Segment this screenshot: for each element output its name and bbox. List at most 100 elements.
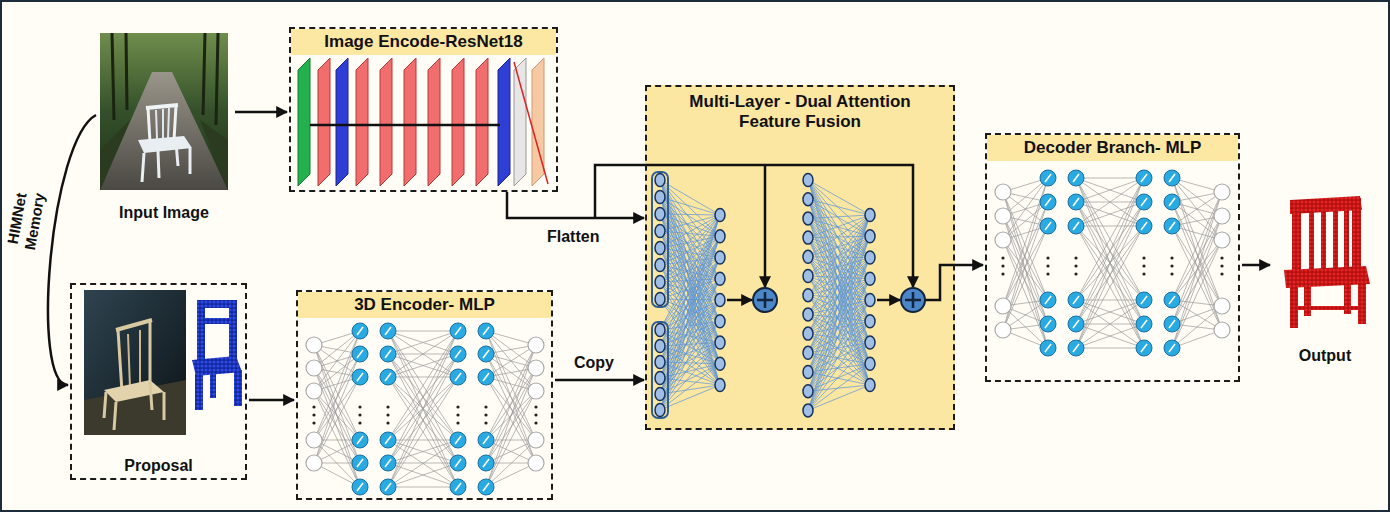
weight-line (1076, 300, 1144, 348)
weight-line (486, 368, 536, 487)
neuron (803, 289, 813, 302)
layer-block (356, 58, 368, 186)
box-title: Decoder Branch- MLP (987, 135, 1238, 161)
weight-line (808, 199, 870, 215)
skip-connections (595, 165, 955, 300)
hidden-neuron (1136, 194, 1152, 210)
arrow-connector (48, 115, 96, 385)
weight-line (388, 331, 458, 487)
neuron (655, 174, 665, 187)
hidden-neuron (1040, 340, 1056, 356)
ellipsis-dot (1142, 256, 1145, 259)
ellipsis-dot (1170, 264, 1173, 267)
ellipsis-dot (456, 405, 459, 408)
neuron (715, 294, 725, 307)
ellipsis-dot (1046, 256, 1049, 259)
neuron (865, 315, 875, 328)
ellipsis-dot (1142, 272, 1145, 275)
neuron-slash (357, 483, 363, 491)
hidden-neuron (1136, 292, 1152, 308)
weight-line (388, 331, 458, 463)
hidden-neuron (1040, 170, 1056, 186)
neuron (865, 294, 875, 307)
neuron (803, 231, 813, 244)
neuron (865, 230, 875, 243)
neuron (865, 357, 875, 370)
hidden-neuron (1164, 292, 1180, 308)
neuron-slash (1141, 296, 1147, 304)
edge-label: Flatten (545, 228, 601, 246)
image-node: Input Image (95, 30, 233, 225)
hidden-neuron (1164, 170, 1180, 186)
ellipsis-dot (358, 405, 361, 408)
input-photo (100, 33, 228, 190)
output-chair (1284, 196, 1370, 328)
residual-line (310, 124, 500, 127)
hidden-neuron (1040, 316, 1056, 332)
weight-line (1076, 300, 1144, 324)
hidden-neuron (450, 455, 466, 471)
ellipsis-dot (1001, 264, 1004, 267)
arrow-connector (1242, 264, 1270, 267)
hidden-neuron (1136, 316, 1152, 332)
arrow-connector (555, 379, 644, 382)
neuron (655, 191, 665, 204)
neuron-slash (385, 327, 391, 335)
io-neuron (1214, 322, 1230, 338)
neuron-slash (1073, 198, 1079, 206)
ellipsis-dot (1074, 264, 1077, 267)
hidden-neuron (1040, 194, 1056, 210)
ellipsis-dot (358, 413, 361, 416)
fusion-box: Multi-Layer - Dual Attention Feature Fus… (645, 85, 955, 430)
weight-line (808, 236, 870, 333)
hidden-neuron (1040, 218, 1056, 234)
hidden-neuron (478, 346, 494, 362)
io-neuron (528, 455, 544, 471)
hidden-neuron (352, 432, 368, 448)
red-diagonal (514, 62, 548, 184)
box-title: Image Encode-ResNet18 (291, 29, 556, 55)
weight-line (388, 440, 458, 463)
hidden-neuron (1136, 218, 1152, 234)
neuron-slash (483, 483, 489, 491)
hidden-neuron (1164, 194, 1180, 210)
weight-line (1076, 178, 1144, 179)
layer-block (514, 58, 526, 186)
weight-line (808, 218, 870, 363)
ellipsis-dot (456, 421, 459, 424)
hidden-neuron (1068, 218, 1084, 234)
neuron-slash (1141, 222, 1147, 230)
weight-line (388, 440, 458, 487)
neuron-slash (1073, 296, 1079, 304)
hidden-neuron (478, 432, 494, 448)
hidden-neuron (478, 369, 494, 385)
weight-line (388, 463, 458, 487)
weight-line (314, 391, 360, 440)
point-cloud-chair (192, 300, 242, 410)
weight-line (808, 236, 870, 410)
resnet-blocks (298, 58, 548, 186)
ellipsis-dot (1220, 256, 1223, 259)
weight-line (808, 279, 870, 353)
hidden-neuron (450, 346, 466, 362)
neuron-slash (1045, 320, 1051, 328)
neuron-slash (1141, 198, 1147, 206)
weight-line (808, 215, 870, 410)
neuron (715, 209, 725, 222)
neuron-slash (1169, 344, 1175, 352)
weight-line (1076, 178, 1144, 226)
layer-block (298, 58, 310, 186)
decoder-box: Decoder Branch- MLP (985, 133, 1240, 382)
ellipsis-dot (484, 405, 487, 408)
ellipsis-dot (1001, 272, 1004, 275)
neuron (803, 212, 813, 225)
hidden-neuron (1068, 170, 1084, 186)
neuron-slash (1045, 198, 1051, 206)
neuron-slash (385, 436, 391, 444)
hidden-neuron (380, 369, 396, 385)
hidden-neuron (450, 323, 466, 339)
neuron-slash (483, 327, 489, 335)
